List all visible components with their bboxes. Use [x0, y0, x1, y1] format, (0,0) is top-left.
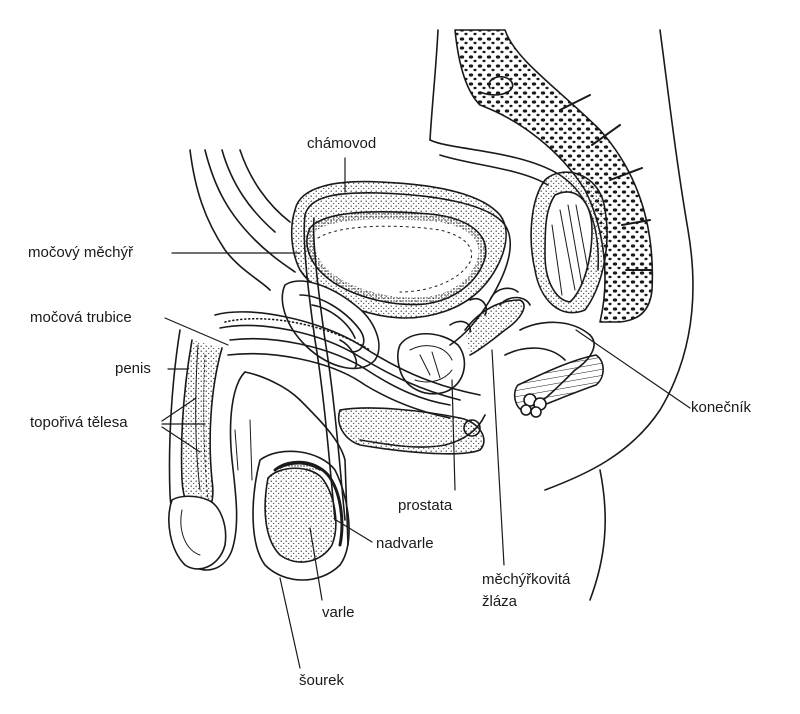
glans — [168, 495, 227, 570]
label-prostata: prostata — [398, 497, 453, 514]
seminal-vesicle — [464, 299, 525, 356]
label-mocova-trubice: močová trubice — [30, 309, 132, 326]
leader-sourek — [279, 577, 301, 669]
vas-deferens — [303, 192, 512, 521]
label-konecnik: konečník — [691, 399, 752, 416]
leader-prostata — [451, 379, 456, 491]
label-mechyrkovita-line2: žláza — [482, 593, 518, 610]
anal-sphincter — [513, 354, 604, 418]
testis — [264, 467, 337, 563]
label-mechyrkovita-line1: měchýřkovitá — [482, 571, 571, 588]
leader-mocova-trubice — [164, 317, 229, 346]
label-varle: varle — [322, 604, 355, 621]
abdominal-wall — [189, 149, 271, 291]
leader-toporiva-3 — [161, 426, 201, 453]
penis-inner-top — [219, 324, 461, 401]
leader-nadvarle — [335, 519, 373, 543]
epididymis — [273, 460, 344, 547]
pubic-bone — [281, 280, 380, 370]
label-chamovod: chámovod — [307, 135, 377, 152]
leader-varle — [309, 527, 323, 601]
corpora — [180, 339, 223, 521]
leader-konecnik — [575, 329, 691, 409]
label-sourek: šourek — [299, 672, 345, 689]
leader-mechyrkovita — [491, 349, 505, 566]
label-nadvarle: nadvarle — [376, 535, 434, 552]
urethra-upper — [229, 337, 451, 406]
bulb — [338, 407, 485, 455]
label-mocovy-mechyr: močový měchýř — [28, 244, 134, 261]
urethra-lower — [227, 352, 451, 419]
prostate — [396, 333, 466, 395]
label-penis: penis — [115, 360, 151, 377]
penis-outer-top — [214, 311, 481, 396]
thigh-contour — [299, 399, 349, 546]
leader-toporiva-1 — [161, 397, 197, 422]
back-contour — [429, 29, 694, 491]
label-toporiva-telesa: topořivá tělesa — [30, 414, 128, 431]
scrotum — [252, 450, 350, 581]
penis-skin — [168, 329, 246, 571]
